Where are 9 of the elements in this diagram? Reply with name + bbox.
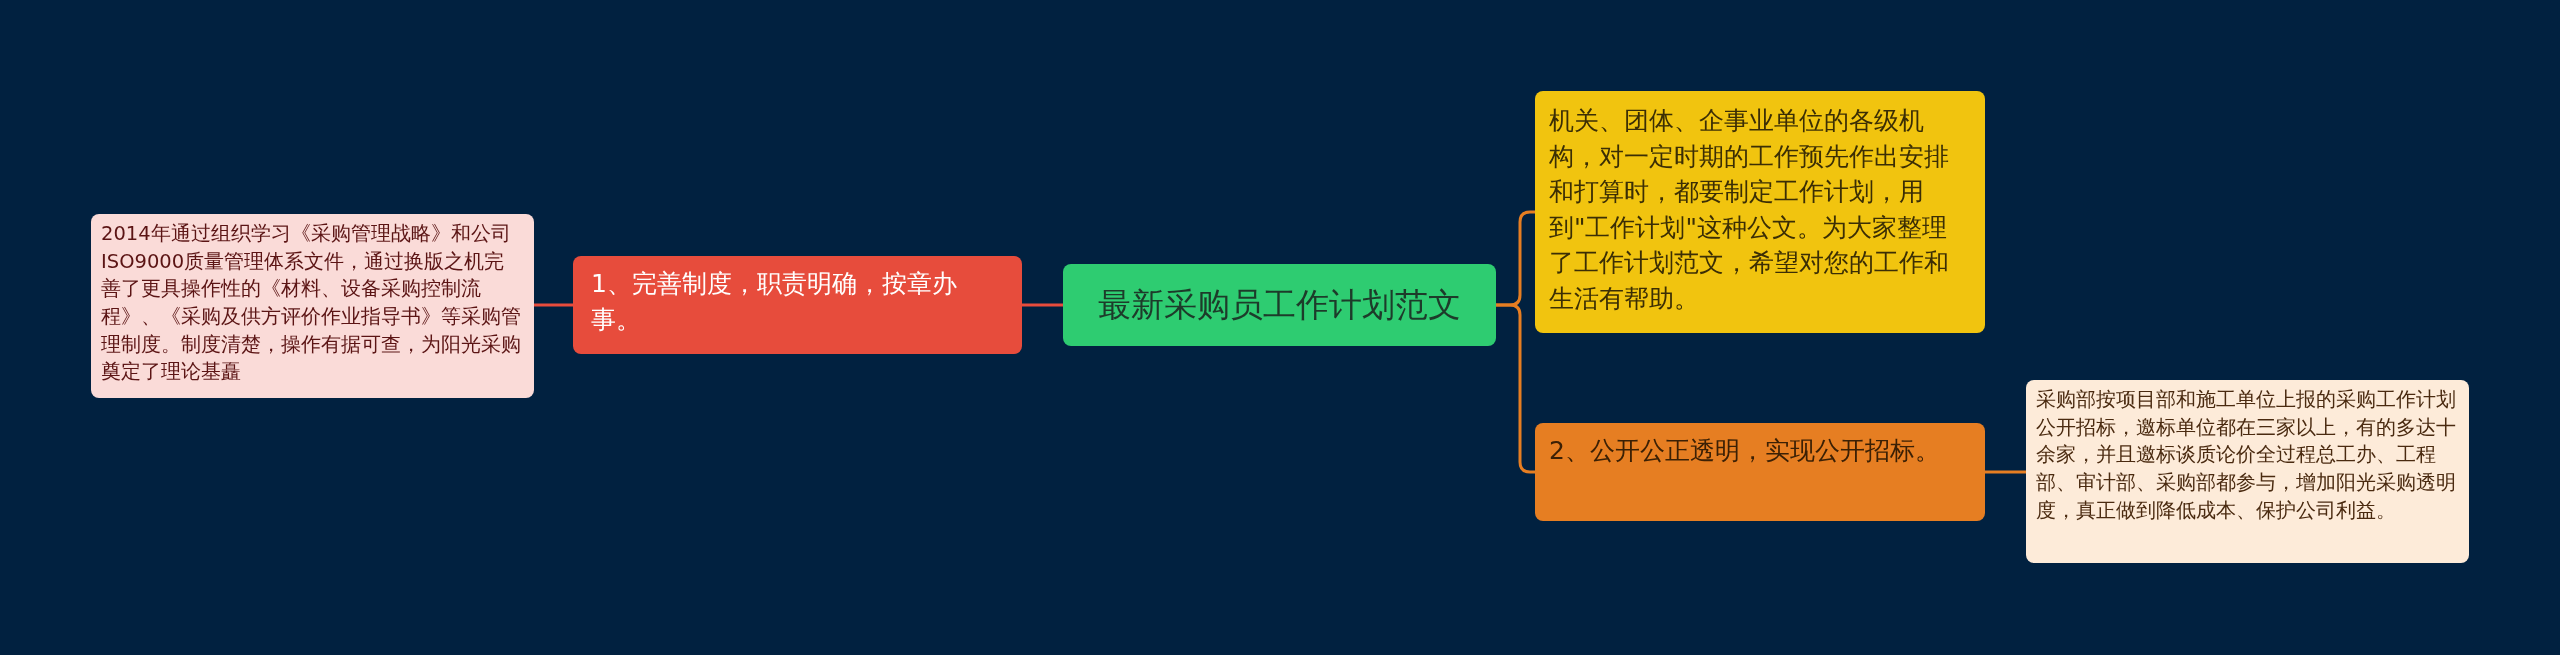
note-box: 采购部按项目部和施工单位上报的采购工作计划公开招标，邀标单位都在三家以上，有的多达十余家，并且邀标谈质论价全过程总工办、工程部、审计部、采购部都参与，增加阳光采购透明度，真正做到降低成本、保护公司利益。 bbox=[2026, 380, 2469, 563]
note-box: 机关、团体、企事业单位的各级机构，对一定时期的工作预先作出安排和打算时，都要制定工作计划，用到"工作计划"这种公文。为大家整理了工作计划范文，希望对您的工作和生活有帮助。 bbox=[1535, 91, 1985, 333]
note-box: 2014年通过组织学习《采购管理战略》和公司ISO9000质量管理体系文件，通过换版之机完善了更具操作性的《材料、设备采购控制流程》、《采购及供方评价作业指导书》等采购管理制度。制度清楚，操作有据可查，为阳光采购奠定了理论基矗 bbox=[91, 214, 534, 398]
branch-box: 2、公开公正透明，实现公开招标。 bbox=[1535, 423, 1985, 521]
topic-box: 最新采购员工作计划范文 bbox=[1063, 264, 1496, 346]
branch-box: 1、完善制度，职责明确，按章办事。 bbox=[573, 256, 1022, 354]
connector-line bbox=[1022, 303, 1063, 307]
connector-line bbox=[534, 303, 573, 307]
connector-line bbox=[1985, 470, 2026, 474]
